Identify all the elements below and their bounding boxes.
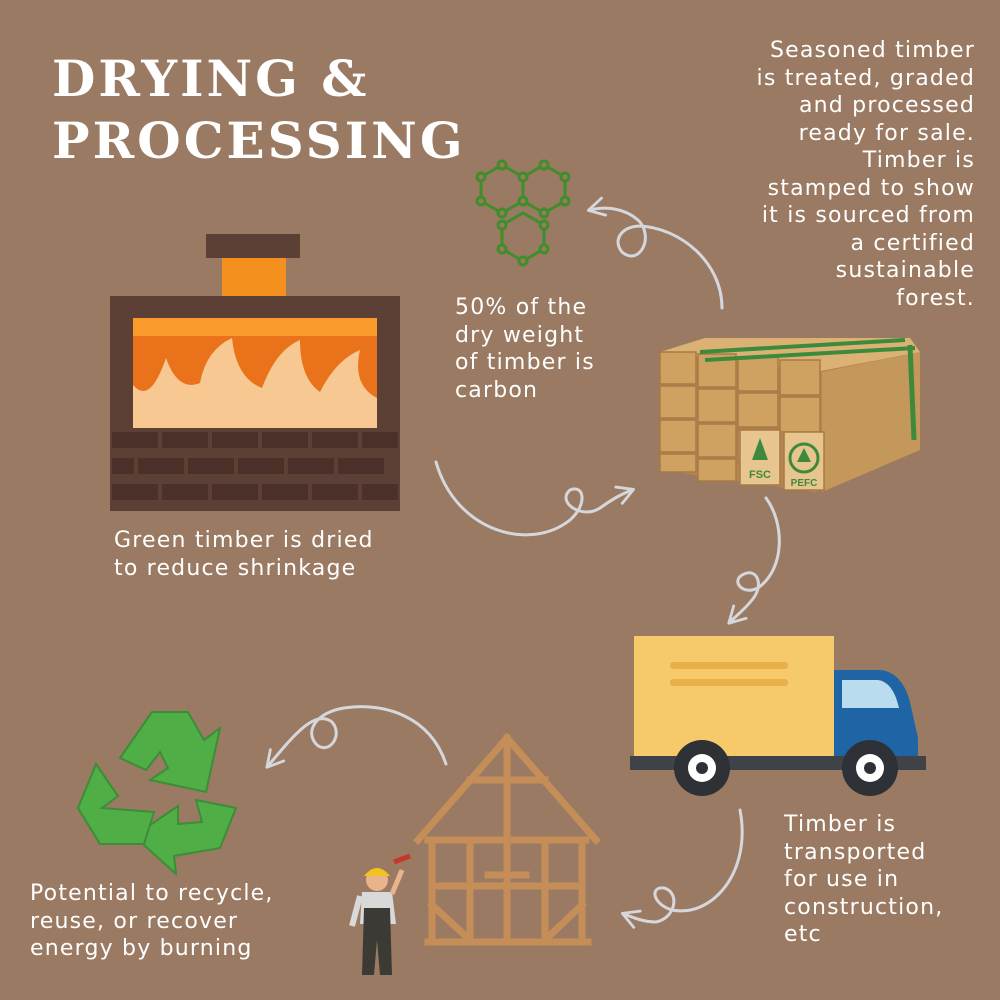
- arrow-stack-to-truck: [727, 496, 781, 625]
- kiln-caption: Green timber is dried to reduce shrinkag…: [114, 527, 374, 582]
- caption-line: is treated, graded: [756, 65, 975, 91]
- caption-line: to reduce shrinkage: [114, 555, 357, 581]
- caption-line: etc: [784, 922, 822, 947]
- house-frame-icon: [413, 732, 601, 946]
- arrow-seasoned-to-carbon: [586, 196, 724, 310]
- caption-line: stamped to show: [767, 175, 975, 201]
- caption-line: construction,: [784, 894, 944, 920]
- recycle-caption: Potential to recycle, reuse, or recover …: [30, 880, 274, 963]
- caption-line: a certified: [850, 230, 975, 256]
- caption-line: and processed: [798, 93, 975, 118]
- flow-arrows: [265, 196, 781, 929]
- caption-line: transported: [784, 839, 927, 865]
- arrow-house-to-recycle: [265, 705, 448, 769]
- caption-line: it is sourced from: [761, 203, 975, 228]
- caption-line: for use in: [784, 867, 900, 892]
- caption-line: carbon: [455, 377, 539, 403]
- pefc-stamp: PEFC: [791, 478, 818, 489]
- caption-line: dry weight: [455, 322, 585, 348]
- page-title: DRYING & PROCESSING: [52, 48, 466, 172]
- caption-line: Timber is: [862, 148, 975, 173]
- builder-icon: [349, 853, 411, 975]
- caption-line: Timber is: [784, 812, 897, 837]
- caption-line: reuse, or recover: [30, 908, 239, 934]
- title-line-1: DRYING &: [52, 49, 370, 108]
- arrow-kiln-to-stack: [434, 460, 636, 537]
- caption-line: energy by burning: [30, 936, 253, 961]
- title-line-2: PROCESSING: [52, 111, 466, 170]
- caption-line: Potential to recycle,: [30, 881, 274, 906]
- fsc-stamp: FSC: [749, 469, 771, 481]
- timber-stack-icon: [659, 338, 920, 492]
- caption-line: Seasoned timber: [769, 38, 975, 63]
- carbon-caption: 50% of the dry weight of timber is carbo…: [455, 294, 595, 404]
- caption-line: Green timber is dried: [114, 528, 374, 553]
- truck-icon: [630, 636, 926, 796]
- arrow-truck-to-house: [620, 808, 744, 929]
- caption-line: forest.: [896, 285, 975, 311]
- transport-caption: Timber is transported for use in constru…: [784, 811, 943, 949]
- caption-line: ready for sale.: [798, 120, 975, 146]
- recycle-icon: [76, 711, 238, 877]
- seasoned-caption: Seasoned timber is treated, graded and p…: [757, 37, 975, 312]
- caption-line: 50% of the: [455, 295, 588, 320]
- carbon-molecule-icon: [475, 159, 571, 267]
- caption-line: of timber is: [455, 350, 595, 375]
- caption-line: sustainable: [835, 258, 975, 283]
- kiln-icon: [110, 234, 400, 511]
